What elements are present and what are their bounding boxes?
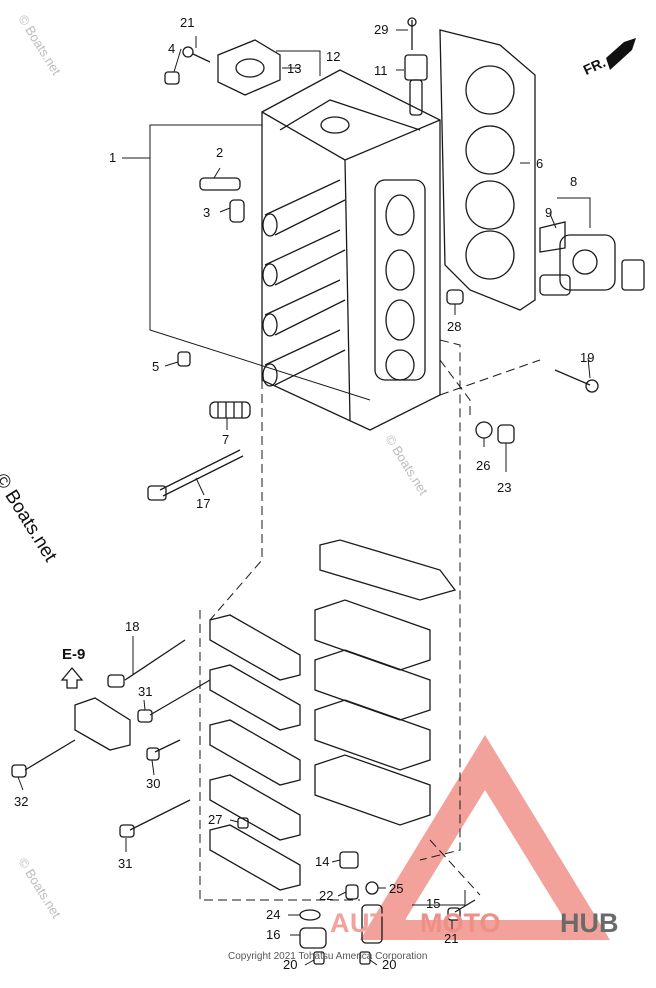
bolt-22 <box>345 884 359 900</box>
part-label-26: 26 <box>476 458 491 473</box>
oil-control-valve <box>539 221 645 296</box>
head-bolt-17 <box>147 449 244 501</box>
bolt-20-right <box>359 951 371 965</box>
bolt-20-left <box>313 951 325 965</box>
camshaft-holder-top <box>319 539 457 601</box>
head-gasket <box>439 29 536 311</box>
part-label-17: 17 <box>196 496 211 511</box>
part-label-30: 30 <box>146 776 161 791</box>
part-label-16: 16 <box>266 927 281 942</box>
sensor-15 <box>361 904 383 944</box>
e9-arrow-icon <box>60 666 84 689</box>
part-label-25: 25 <box>389 881 404 896</box>
part-label-9: 9 <box>545 205 553 220</box>
bolt-21-top <box>182 46 211 63</box>
bolt-18 <box>107 639 186 688</box>
part-label-4: 4 <box>168 41 176 56</box>
part-label-7: 7 <box>222 432 230 447</box>
bolt-31-lower <box>119 799 191 838</box>
part-label-21: 21 <box>180 15 195 30</box>
part-label-23: 23 <box>497 480 512 495</box>
sensor-16 <box>299 927 327 949</box>
dowel-2 <box>199 177 241 191</box>
thrust-plate <box>74 697 131 751</box>
camshaft-bores <box>262 179 346 387</box>
cylinder-head-block <box>261 69 441 431</box>
part-label-31-upper: 31 <box>138 684 153 699</box>
part-label-3: 3 <box>203 205 211 220</box>
part-label-18: 18 <box>125 619 140 634</box>
bolt-32 <box>11 739 76 778</box>
part-label-11: 11 <box>374 63 388 78</box>
part-label-1: 1 <box>109 150 117 165</box>
part-label-21-lower: 21 <box>444 931 459 946</box>
bolt-19 <box>554 369 599 393</box>
part-label-20-left: 20 <box>283 957 298 972</box>
part-label-28: 28 <box>447 319 462 334</box>
sensor-11 <box>404 17 428 116</box>
bracket-14 <box>339 851 359 869</box>
plug-28 <box>446 289 464 305</box>
part-label-15: 15 <box>426 896 441 911</box>
part-label-2: 2 <box>216 145 224 160</box>
part-label-22: 22 <box>319 888 334 903</box>
part-label-13: 13 <box>287 61 302 76</box>
part-label-14: 14 <box>315 854 330 869</box>
bolt-21-bottom <box>447 899 476 921</box>
washer-24 <box>299 909 321 921</box>
part-label-27: 27 <box>208 812 223 827</box>
plug-5 <box>177 351 191 367</box>
part-label-6: 6 <box>536 156 544 171</box>
washer-25 <box>365 881 379 895</box>
part-label-19: 19 <box>580 350 595 365</box>
logo-triangle <box>360 735 610 940</box>
logo-text-moto: MOTO <box>420 908 501 938</box>
front-arrow-icon <box>606 38 636 70</box>
part-label-24: 24 <box>266 907 281 922</box>
pin-27 <box>237 817 249 829</box>
part-label-20-right: 20 <box>382 957 397 972</box>
part-label-29: 29 <box>374 22 389 37</box>
cam-caps-left <box>209 614 301 891</box>
dashed-guides <box>199 339 541 901</box>
spring-7 <box>209 401 251 419</box>
part-label-12: 12 <box>326 49 341 64</box>
plug-23 <box>497 424 515 444</box>
bolt-30 <box>146 739 181 761</box>
plug-4 <box>164 71 180 85</box>
part-label-32: 32 <box>14 794 29 809</box>
washer-26 <box>475 421 493 439</box>
cam-caps-right <box>314 599 431 826</box>
leader-lines <box>17 29 591 966</box>
part-label-5: 5 <box>152 359 160 374</box>
reference-tag-e9[interactable]: E-9 <box>62 646 86 663</box>
part-label-31-lower: 31 <box>118 856 133 871</box>
part-label-8: 8 <box>570 174 578 189</box>
logo-text-auto: AUTO <box>330 908 409 938</box>
cover-plate-12 <box>217 39 281 96</box>
dowel-3 <box>229 199 245 223</box>
logo-text-hub: HUB <box>560 908 619 938</box>
copyright-text: Copyright 2021 Tohatsu America Corporati… <box>228 951 428 962</box>
